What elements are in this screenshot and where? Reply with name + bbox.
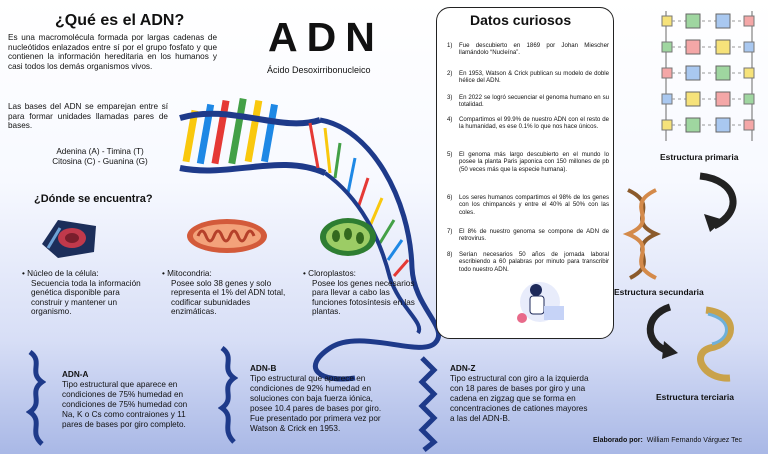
fact-number: 1)	[447, 42, 453, 49]
adn-b-helix-icon	[218, 346, 238, 444]
location-mito-title: Mitocondria:	[167, 269, 212, 278]
chloroplast-icon	[320, 218, 376, 256]
adn-a-name: ADN-A	[62, 370, 89, 379]
fact-number: 7)	[447, 228, 453, 235]
adn-z-name: ADN-Z	[450, 364, 476, 373]
base-block	[715, 91, 731, 107]
tertiary-structure-label: Estructura terciaria	[656, 392, 734, 402]
fact-number: 6)	[447, 194, 453, 201]
author-credit: Elaborado por:William Fernando Várguez T…	[593, 437, 742, 444]
dna-helix-illustration	[179, 97, 442, 382]
strand-upper	[179, 110, 321, 127]
base-block	[715, 65, 731, 81]
mitochondria-icon	[187, 219, 267, 253]
fact-item: Compartimos el 99.9% de nuestro ADN con …	[459, 116, 609, 131]
curved-arrow-icon	[699, 172, 737, 232]
strand-tail-b	[323, 171, 422, 335]
pair-at: Adenina (A) - Timina (T)	[56, 147, 144, 156]
facts-title: Datos curiosos	[470, 12, 572, 28]
nucleotide-block	[661, 15, 673, 27]
adn-z-helix-icon	[418, 356, 438, 452]
pair-cg: Citosina (C) - Guanina (G)	[52, 156, 148, 166]
location-chloro-text: Posee los genes necesarios para llevar a…	[312, 278, 415, 317]
fact-number: 2)	[447, 70, 453, 77]
location-nucleus-text: Secuencia toda la información genética d…	[31, 278, 141, 317]
base-block	[685, 39, 701, 55]
primary-structure-diagram	[661, 11, 755, 141]
adn-a-block: ADN-A Tipo estructural que aparece en co…	[62, 370, 202, 430]
nucleotide-block	[743, 67, 755, 79]
strand-tail-a	[313, 117, 442, 382]
fact-item: Fue descubierto en 1869 por Johan Miesch…	[459, 42, 609, 57]
adn-a-helix-icon	[26, 350, 46, 446]
fact-item: En 2022 se logró secuenciar el genoma hu…	[459, 94, 609, 109]
secondary-structure-helix	[622, 188, 661, 280]
nucleotide-block	[661, 93, 673, 105]
base-block	[715, 39, 731, 55]
fact-item: Serían necesarios 50 años de jornada lab…	[459, 251, 609, 273]
base-block	[685, 13, 701, 29]
base-block	[715, 117, 731, 133]
que-es-text: Es una macromolécula formada por largas …	[8, 33, 217, 71]
adn-z-text: Tipo estructural con giro a la izquierda…	[450, 374, 589, 423]
helix-rungs	[308, 122, 410, 277]
facts-box	[436, 7, 614, 339]
fact-number: 8)	[447, 251, 453, 258]
nucleotide-block	[743, 119, 755, 131]
location-mitochondria: • Mitocondria: Posee solo 38 genes y sol…	[162, 269, 292, 317]
secondary-structure-label: Estructura secundaria	[614, 287, 704, 297]
curved-arrow-back-icon	[646, 303, 678, 359]
location-chloro-title: Cloroplastos:	[308, 269, 356, 278]
adn-a-text: Tipo estructural que aparece en condicio…	[62, 380, 188, 429]
page-subtitle: Ácido Desoxirribonucleico	[267, 65, 371, 75]
adn-b-text: Tipo estructural que aparece en condicio…	[250, 374, 382, 433]
location-nucleus-title: Núcleo de la célula:	[27, 269, 99, 278]
donde-title: ¿Dónde se encuentra?	[34, 193, 153, 205]
page-title: ADN	[268, 14, 384, 60]
location-mito-text: Posee solo 38 genes y solo representa el…	[171, 278, 286, 317]
base-block	[685, 91, 701, 107]
tertiary-structure-diagram	[697, 306, 734, 382]
base-block	[685, 65, 701, 81]
strand-lower	[179, 161, 327, 176]
adn-b-block: ADN-B Tipo estructural que aparece en co…	[250, 364, 390, 434]
location-chloroplast: • Cloroplastos: Posee los genes necesari…	[303, 269, 421, 317]
fact-item: El genoma más largo descubierto en el mu…	[459, 151, 609, 173]
nucleotide-block	[743, 93, 755, 105]
fact-item: Los seres humanos compartimos el 98% de …	[459, 194, 609, 216]
nucleus-cell-icon	[42, 220, 96, 258]
adn-b-name: ADN-B	[250, 364, 277, 373]
nucleotide-block	[661, 119, 673, 131]
location-nucleus: • Núcleo de la célula: Secuencia toda la…	[22, 269, 141, 317]
fact-number: 4)	[447, 116, 453, 123]
bases-text: Las bases del ADN se emparejan entre sí …	[8, 102, 168, 131]
nucleotide-block	[661, 41, 673, 53]
base-block	[685, 117, 701, 133]
nucleotide-block	[743, 15, 755, 27]
author-name: William Fernando Várguez Tec	[646, 437, 742, 444]
fact-item: El 8% de nuestro genoma se compone de AD…	[459, 228, 609, 243]
que-es-title: ¿Qué es el ADN?	[55, 12, 185, 29]
base-pair-bars	[182, 97, 278, 165]
author-label: Elaborado por:	[593, 437, 643, 444]
fact-number: 5)	[447, 151, 453, 158]
base-block	[715, 13, 731, 29]
fact-number: 3)	[447, 94, 453, 101]
adn-z-block: ADN-Z Tipo estructural con giro a la izq…	[450, 364, 590, 424]
scientist-illustration	[517, 282, 564, 323]
fact-item: En 1953, Watson & Crick publican su mode…	[459, 70, 609, 85]
nucleotide-block	[743, 41, 755, 53]
base-pairs: Adenina (A) - Timina (T) Citosina (C) - …	[30, 147, 170, 166]
primary-structure-label: Estructura primaria	[660, 152, 739, 162]
nucleotide-block	[661, 67, 673, 79]
